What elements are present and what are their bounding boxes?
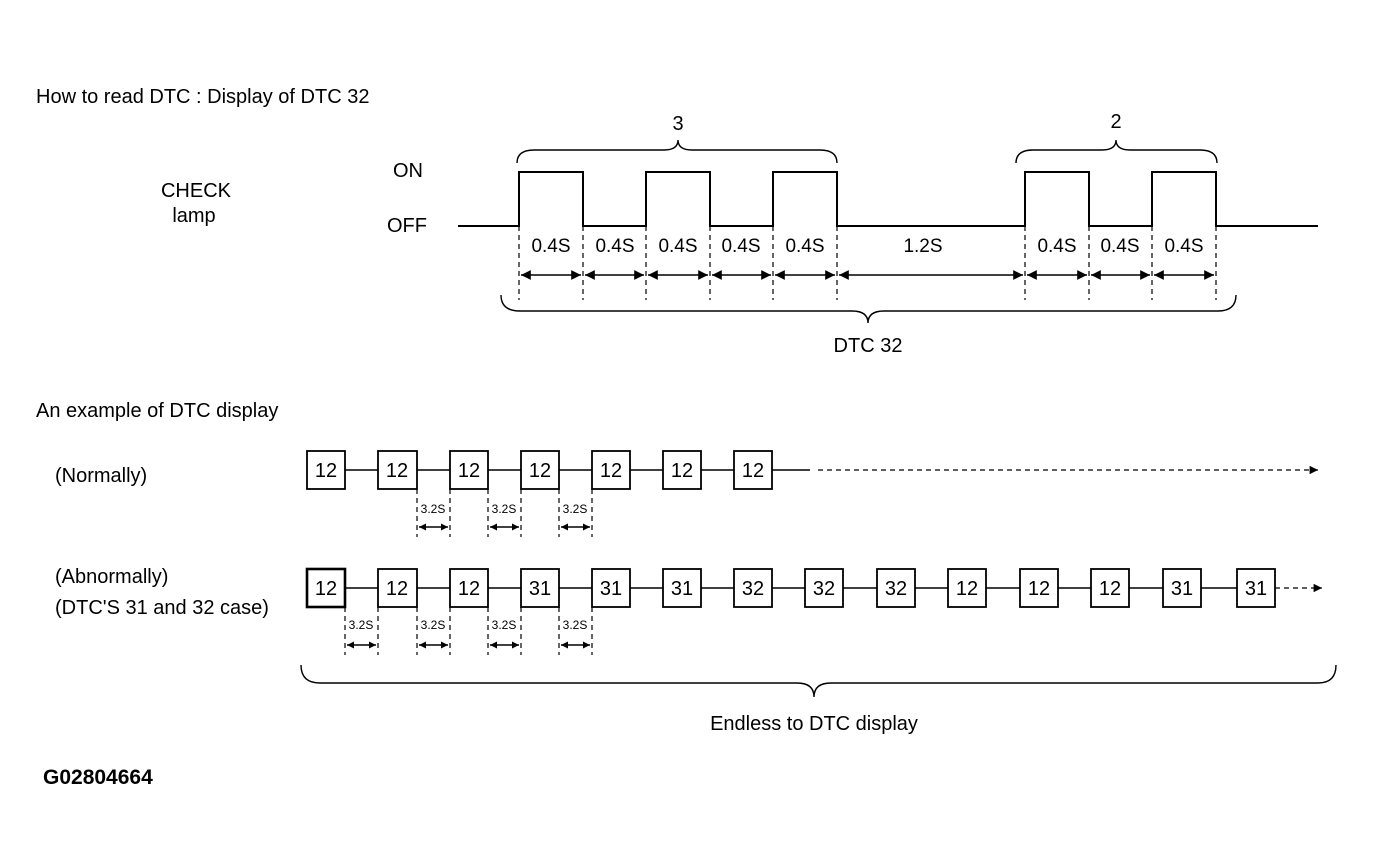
digit-3-label: 3 [672, 113, 683, 135]
abnormal-code-box: 31 [591, 568, 631, 608]
digit-3-brace [516, 139, 838, 164]
normal-code-box: 12 [377, 450, 418, 490]
abnormal-code-box: 32 [876, 568, 916, 608]
normal-code-box: 12 [733, 450, 773, 490]
dtc-32-brace [500, 294, 1237, 324]
endless-label: Endless to DTC display [710, 713, 918, 735]
normal-interval-label: 3.2S [563, 502, 588, 516]
abnormal-label-line1: (Abnormally) [55, 566, 168, 588]
abnormal-code-text: 31 [671, 578, 693, 600]
check-lamp-label-line2: lamp [172, 205, 215, 227]
abnormal-interval-label: 3.2S [349, 618, 374, 632]
abnormal-code-text: 31 [529, 578, 551, 600]
abnormal-code-text: 31 [1171, 578, 1193, 600]
segment-label: 0.4S [1164, 236, 1203, 257]
segment-label: 0.4S [658, 236, 697, 257]
state-on-label: ON [393, 160, 423, 182]
normal-code-box: 12 [520, 450, 560, 490]
abnormal-interval-label: 3.2S [421, 618, 446, 632]
abnormal-code-box: 31 [520, 568, 560, 608]
abnormal-code-text: 12 [386, 578, 408, 600]
segment-label: 0.4S [531, 236, 570, 257]
abnormal-code-text: 32 [742, 578, 764, 600]
segment-label: 0.4S [721, 236, 760, 257]
endless-brace [300, 664, 1337, 698]
normal-code-text: 12 [742, 460, 764, 482]
digit-2-brace [1015, 139, 1218, 164]
normal-code-text: 12 [600, 460, 622, 482]
dtc-32-label: DTC 32 [834, 335, 903, 357]
normal-code-text: 12 [386, 460, 408, 482]
diagram-title: How to read DTC : Display of DTC 32 [36, 86, 369, 108]
lamp-waveform [458, 171, 1318, 227]
abnormal-code-box: 12 [947, 568, 987, 608]
normal-code-box: 12 [449, 450, 489, 490]
segment-label: 1.2S [903, 236, 942, 257]
segment-label: 0.4S [785, 236, 824, 257]
state-off-label: OFF [387, 215, 427, 237]
segment-label: 0.4S [1100, 236, 1139, 257]
abnormal-code-box: 12 [1019, 568, 1059, 608]
abnormal-code-box: 31 [1162, 568, 1202, 608]
abnormal-code-box: 12 [305, 567, 347, 609]
abnormal-code-box: 32 [733, 568, 773, 608]
normal-code-text: 12 [458, 460, 480, 482]
normal-code-box: 12 [662, 450, 702, 490]
normal-label: (Normally) [55, 465, 147, 487]
abnormal-code-text: 12 [1028, 578, 1050, 600]
abnormal-code-box: 31 [1236, 568, 1276, 608]
abnormal-code-text: 32 [813, 578, 835, 600]
abnormal-code-box: 31 [662, 568, 702, 608]
normal-interval-label: 3.2S [492, 502, 517, 516]
check-lamp-label-line1: CHECK [161, 180, 232, 202]
abnormal-label-line2: (DTC'S 31 and 32 case) [55, 597, 269, 619]
normal-code-text: 12 [671, 460, 693, 482]
timing-guides [518, 226, 1217, 300]
abnormal-intervals [344, 607, 593, 655]
abnormal-code-text: 12 [458, 578, 480, 600]
normal-code-box: 12 [591, 450, 631, 490]
abnormal-code-text: 12 [315, 578, 337, 600]
abnormal-code-text: 32 [885, 578, 907, 600]
normal-code-box: 12 [306, 450, 346, 490]
normal-interval-label: 3.2S [421, 502, 446, 516]
segment-label: 0.4S [1037, 236, 1076, 257]
abnormal-code-box: 12 [377, 568, 418, 608]
abnormal-code-box: 12 [1090, 568, 1130, 608]
digit-2-label: 2 [1110, 111, 1121, 133]
abnormal-code-box: 32 [804, 568, 844, 608]
abnormal-code-text: 12 [1099, 578, 1121, 600]
abnormal-code-text: 31 [1245, 578, 1267, 600]
abnormal-interval-label: 3.2S [563, 618, 588, 632]
segment-label: 0.4S [595, 236, 634, 257]
normal-code-text: 12 [315, 460, 337, 482]
abnormal-interval-label: 3.2S [492, 618, 517, 632]
normal-intervals [416, 489, 593, 537]
abnormal-code-box: 12 [449, 568, 489, 608]
abnormal-code-text: 12 [956, 578, 978, 600]
abnormal-code-text: 31 [600, 578, 622, 600]
example-title: An example of DTC display [36, 400, 278, 422]
normal-code-text: 12 [529, 460, 551, 482]
figure-id: G02804664 [43, 766, 153, 789]
